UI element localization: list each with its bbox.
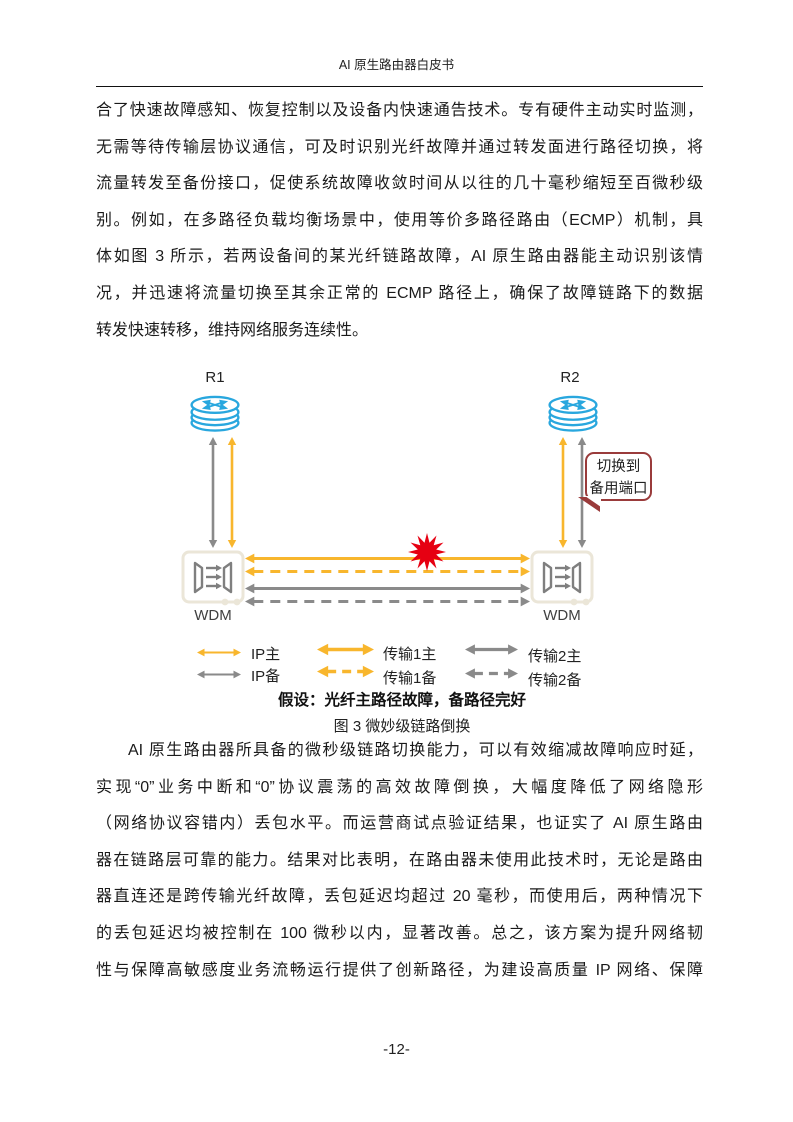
router-r1-icon xyxy=(188,393,242,438)
router-r2-icon xyxy=(546,393,600,438)
legend-arrow-ip-backup xyxy=(197,667,241,679)
figure-caption: 图 3 微妙级链路倒换 xyxy=(333,718,471,735)
legend-label-trans2-primary: 传输2主 xyxy=(528,648,582,665)
legend-label-ip-primary: IP主 xyxy=(251,646,281,663)
page-number: -12- xyxy=(383,1041,410,1058)
legend-label-trans2-backup: 传输2备 xyxy=(528,672,582,689)
paragraph-line: 性与保障高敏感度业务流畅运行提供了创新路径，为建设高质量 IP 网络、保障 xyxy=(96,961,703,979)
paragraph-line: 合了快速故障感知、恢复控制以及设备内快速通告技术。专有硬件主动实时监测， xyxy=(96,102,703,119)
r1-wdm-backup-link-arrow xyxy=(207,437,219,548)
transmission2-primary-link-arrow xyxy=(245,582,530,595)
figure-3-diagram: R1 xyxy=(96,362,708,735)
header-rule xyxy=(96,86,703,87)
legend-arrow-trans1-primary xyxy=(317,643,374,656)
paragraph-line: 体如图 3 所示，若两设备间的某光纤链路故障，AI 原生路由器能主动识别该情 xyxy=(96,248,703,266)
transmission1-backup-link-arrow xyxy=(245,565,530,578)
paragraph-line: 转发快速转移，维持网络服务连续性。 xyxy=(96,321,369,339)
r1-wdm-primary-link-arrow xyxy=(226,437,238,548)
paragraph-line: AI 原生路由器所具备的微秒级链路切换能力，可以有效缩减故障响应时延， xyxy=(128,742,703,759)
legend-arrow-ip-primary xyxy=(197,645,241,657)
wdm-right-icon xyxy=(530,550,594,611)
legend-label-trans1-primary: 传输1主 xyxy=(383,646,437,663)
wdm-left-label: WDM xyxy=(194,607,232,624)
paragraph-line: 器在链路层可靠的能力。结果对比表明，在路由器未使用此技术时，无论是路由 xyxy=(96,851,703,869)
transmission2-backup-link-arrow xyxy=(245,595,530,608)
callout-text-line1: 切换到 xyxy=(596,459,641,475)
paragraph-line: 的丢包延迟均被控制在 100 微秒以内，显著改善。总之，该方案为提升网络韧 xyxy=(96,924,703,942)
legend-label-trans1-backup: 传输1备 xyxy=(383,670,437,687)
router-r2-label: R2 xyxy=(560,369,580,386)
switch-to-backup-port-callout: 切换到 备用端口 xyxy=(578,452,652,512)
transmission1-primary-link-arrow xyxy=(245,552,530,565)
router-r1-label: R1 xyxy=(205,369,225,386)
paragraph-1: 合了快速故障感知、恢复控制以及设备内快速通告技术。专有硬件主动实时监测， 无需等… xyxy=(96,93,703,349)
header-title: AI 原生路由器白皮书 xyxy=(338,58,455,72)
paragraph-2: AI 原生路由器所具备的微秒级链路切换能力，可以有效缩减故障响应时延， 实现“0… xyxy=(96,733,703,989)
figure-assumption-note: 假设：光纤主路径故障，备路径完好 xyxy=(277,692,526,709)
legend-arrow-trans2-primary xyxy=(465,643,518,656)
paragraph-line: 别。例如，在多路径负载均衡场景中，使用等价多路径路由（ECMP）机制，具 xyxy=(96,211,703,229)
paragraph-line: 器直连还是跨传输光纤故障，丢包延迟均超过 20 毫秒，而使用后，两种情况下 xyxy=(96,888,703,906)
paragraph-line: 实现“0”业务中断和“0”协议震荡的高效故障倒换，大幅度降低了网络隐形 xyxy=(96,778,703,796)
legend-arrow-trans1-backup xyxy=(317,665,374,678)
paragraph-line: 无需等待传输层协议通信，可及时识别光纤故障并通过转发面进行路径切换，将 xyxy=(96,138,703,156)
wdm-left-icon xyxy=(181,550,245,611)
wdm-right-label: WDM xyxy=(543,607,581,624)
paragraph-line: 况，并迅速将流量切换至其余正常的 ECMP 路径上，确保了故障链路下的数据 xyxy=(96,284,703,302)
legend-label-ip-backup: IP备 xyxy=(251,668,281,685)
callout-text-line2: 备用端口 xyxy=(589,481,648,497)
legend-arrow-trans2-backup xyxy=(465,667,518,680)
paragraph-line: 流量转发至备份接口，促使系统故障收敛时间从以往的几十毫秒缩短至百微秒级 xyxy=(96,175,703,193)
r2-wdm-primary-link-arrow xyxy=(557,437,569,548)
fiber-fault-starburst-icon xyxy=(407,532,447,577)
paragraph-line: （网络协议容错内）丢包水平。而运营商试点验证结果，也证实了 AI 原生路由 xyxy=(96,815,703,833)
r2-wdm-backup-link-arrow xyxy=(576,437,588,548)
